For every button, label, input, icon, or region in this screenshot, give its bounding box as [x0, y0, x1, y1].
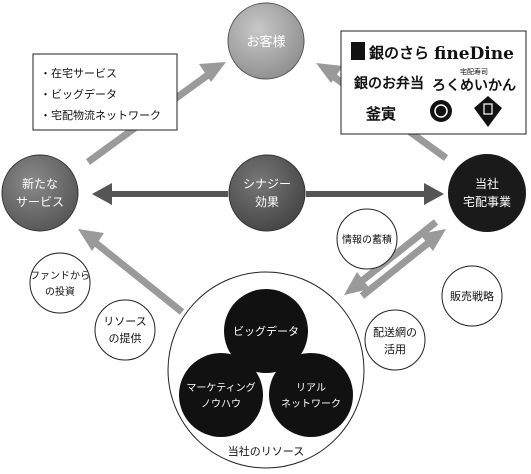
crest-emblem-logo	[474, 96, 502, 127]
synergy-arrows	[92, 183, 444, 205]
gin-no-obento-logo: 銀のお弁当	[354, 75, 424, 92]
label-fund-investment: ファンドから の投資	[29, 252, 91, 314]
service-item-2: ・ビッグデータ	[40, 87, 117, 101]
customer-label: お客様	[246, 34, 285, 50]
synergy-label-1: シナジー	[243, 177, 291, 191]
rokumeikan-text: ろくめいかん	[432, 78, 516, 94]
arrowhead-company	[420, 229, 446, 251]
finedine-logo: fineDine	[434, 44, 514, 64]
new-services-label-1: 新たな	[22, 176, 58, 191]
arrowhead-customer-left	[199, 62, 226, 82]
arrow-resources-to-new	[89, 237, 185, 315]
arrowhead-resources	[344, 272, 370, 295]
arrow-resources-to-company	[359, 237, 435, 299]
company-label-2: 宅配事業	[463, 194, 511, 209]
label-info-accumulation: 情報の蓄積	[336, 208, 398, 270]
fund-label-2: の投資	[45, 285, 75, 298]
resource-label-2: の提供	[109, 331, 142, 345]
resource-big-data: ビッグデータ	[224, 289, 308, 373]
resources-caption: 当社のリソース	[228, 444, 304, 458]
arrowhead-new-services	[78, 229, 104, 251]
kamatora-logo: 釜寅	[365, 105, 396, 123]
brand-logo-box: 銀のさら fineDine 銀のお弁当 宅配寿司 ろくめいかん 釜寅	[340, 30, 527, 135]
fund-label-1: ファンドから	[30, 270, 90, 282]
real-label-1: リアル	[296, 383, 326, 394]
delivery-label-1: 配送網の	[373, 325, 417, 339]
sales-strategy-label: 販売戦略	[450, 289, 494, 303]
service-item-1: ・在宅サービス	[40, 66, 117, 80]
ginnosara-text: 銀のさら	[369, 44, 429, 62]
ginnosara-logo: 銀のさら	[351, 42, 429, 62]
customer-node: お客様	[227, 2, 305, 80]
round-emblem-logo	[430, 100, 452, 122]
label-delivery-network: 配送網の 活用	[364, 309, 426, 371]
service-item-3: ・宅配物流ネットワーク	[40, 108, 161, 122]
company-node: 当社 宅配事業	[448, 154, 526, 232]
service-list-box: ・在宅サービス ・ビッグデータ ・宅配物流ネットワーク	[32, 53, 178, 131]
label-sales-strategy: 販売戦略	[441, 265, 503, 327]
resource-real-network: リアル ネットワーク	[269, 353, 353, 437]
synergy-node: シナジー 効果	[228, 154, 306, 232]
real-label-2: ネットワーク	[281, 398, 341, 410]
big-data-label: ビッグデータ	[233, 324, 299, 338]
resource-marketing-knowhow: マーケティング ノウハウ	[179, 353, 263, 437]
arrow-company-to-resources	[355, 219, 439, 287]
resource-label-1: リソース	[103, 315, 146, 328]
rokumeikan-sub: 宅配寿司	[460, 67, 488, 76]
delivery-label-2: 活用	[384, 343, 406, 356]
new-services-label-2: サービス	[16, 195, 64, 209]
marketing-label-1: マーケティング	[186, 381, 255, 394]
marketing-label-2: ノウハウ	[201, 398, 241, 410]
new-services-node: 新たな サービス	[1, 154, 79, 232]
label-resource-provision: リソース の提供	[94, 299, 156, 361]
synergy-label-2: 効果	[255, 194, 279, 209]
company-label-1: 当社	[475, 176, 499, 191]
rokumeikan-logo: 宅配寿司 ろくめいかん	[432, 67, 516, 94]
arrowhead-synergy-right	[424, 183, 444, 205]
arrowhead-synergy-left	[92, 183, 112, 205]
company-resources: ビッグデータ マーケティング ノウハウ リアル ネットワーク 当社のリソース	[167, 271, 365, 469]
info-accum-label: 情報の蓄積	[342, 233, 392, 246]
arrowhead-customer-right	[316, 63, 343, 83]
